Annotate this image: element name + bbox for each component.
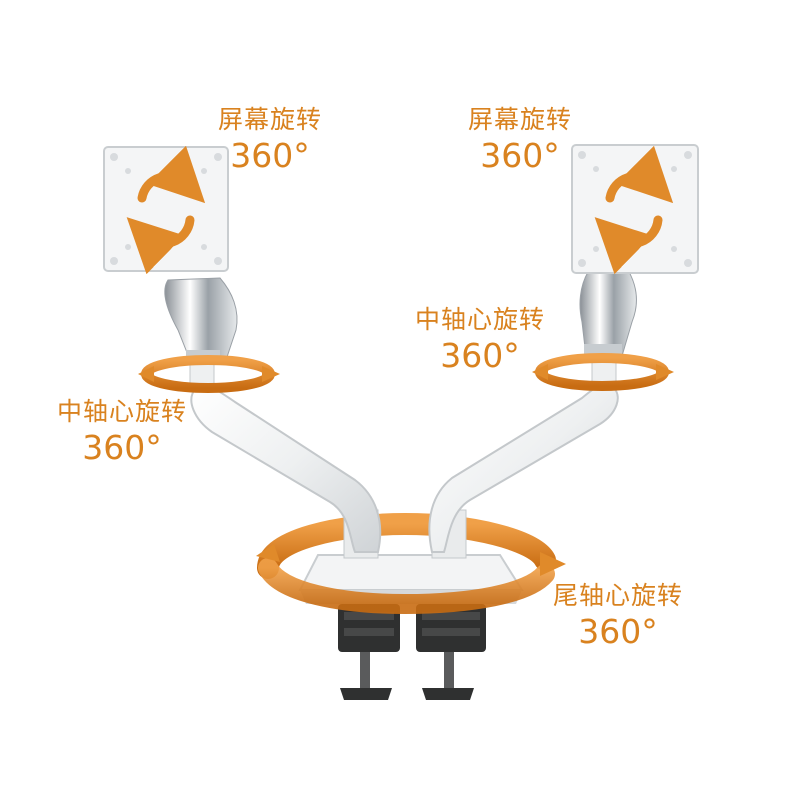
rotation-arrows-icon xyxy=(126,145,206,275)
right-lower-arm xyxy=(428,382,619,553)
left-gas-spring-arm xyxy=(164,277,238,389)
swivel-ring-icon xyxy=(532,353,674,391)
label-value: 360° xyxy=(230,135,310,175)
tail-swivel-ring-back xyxy=(257,512,556,579)
label-title: 尾轴心旋转 xyxy=(552,581,683,610)
left-lower-arm xyxy=(190,384,382,553)
label-title: 屏幕旋转 xyxy=(217,105,322,134)
label-title: 中轴心旋转 xyxy=(414,305,545,334)
swivel-ring-icon xyxy=(138,355,280,393)
vesa-plate-right xyxy=(571,144,699,274)
label-middle-pivot-right: 中轴心旋转 360° xyxy=(400,305,560,375)
label-value: 360° xyxy=(578,611,658,651)
clamp-left xyxy=(338,604,400,700)
label-title: 屏幕旋转 xyxy=(467,105,572,134)
label-tail-pivot: 尾轴心旋转 360° xyxy=(538,581,698,651)
label-value: 360° xyxy=(82,427,162,467)
label-screen-rotation-right: 屏幕旋转 360° xyxy=(450,105,590,175)
swivel-ring-icon xyxy=(256,544,566,615)
clamp-right xyxy=(416,604,486,700)
rotation-arrows-icon xyxy=(594,145,674,275)
label-screen-rotation-left: 屏幕旋转 360° xyxy=(200,105,340,175)
label-middle-pivot-left: 中轴心旋转 360° xyxy=(42,397,202,467)
label-value: 360° xyxy=(480,135,560,175)
label-value: 360° xyxy=(440,335,520,375)
right-gas-spring-arm xyxy=(579,269,637,383)
label-title: 中轴心旋转 xyxy=(56,397,187,426)
